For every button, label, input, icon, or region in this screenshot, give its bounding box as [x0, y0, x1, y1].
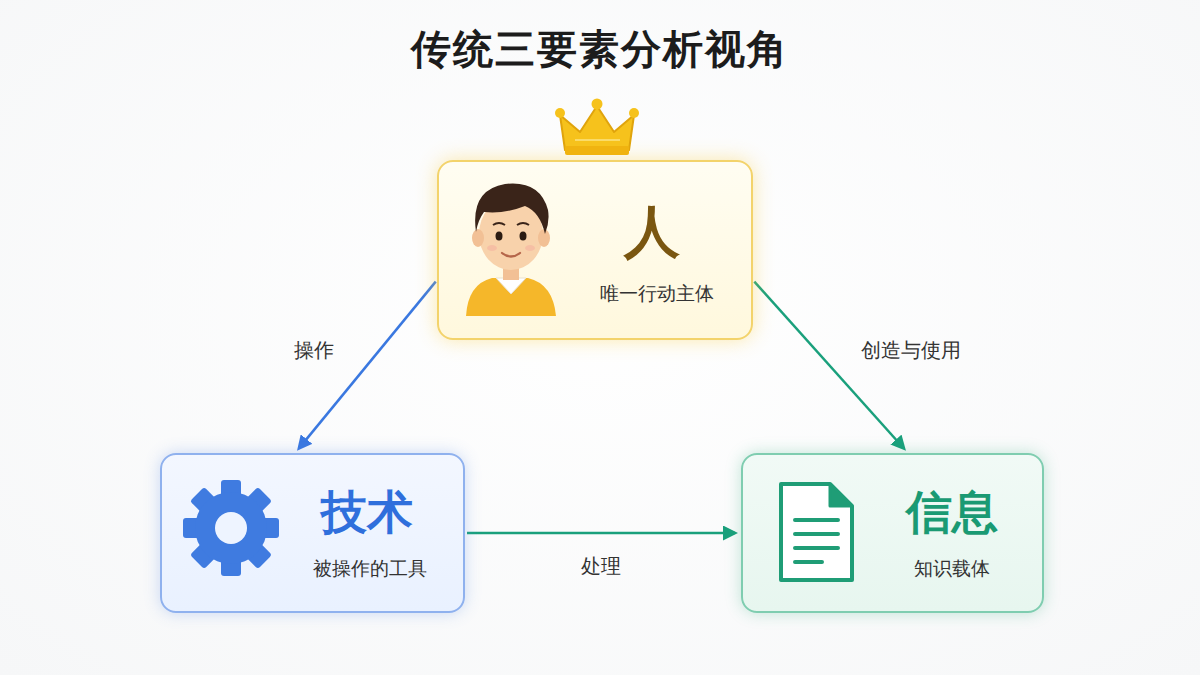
node-subtitle: 唯一行动主体	[557, 282, 757, 305]
concept-box: 信息知识载体	[741, 453, 1044, 613]
person-avatar	[466, 184, 556, 316]
crown-icon	[555, 99, 639, 156]
node-subtitle: 被操作的工具	[270, 557, 470, 580]
edge-label: 处理	[581, 553, 621, 580]
concept-box: 技术被操作的工具	[160, 453, 465, 613]
node-heading: 人	[552, 198, 752, 265]
node-heading: 技术	[267, 485, 467, 540]
arrow-connector	[467, 532, 735, 535]
node-subtitle: 知识载体	[852, 557, 1052, 580]
arrow-connector	[299, 282, 436, 449]
arrow-connector	[754, 282, 904, 449]
concept-box: 人唯一行动主体	[437, 160, 753, 340]
document-icon	[781, 484, 852, 580]
edge-label: 操作	[294, 336, 334, 363]
edge-label: 创造与使用	[861, 337, 961, 364]
gear-icon	[183, 480, 279, 576]
diagram-title: 传统三要素分析视角	[0, 22, 1200, 77]
node-heading: 信息	[852, 485, 1052, 540]
